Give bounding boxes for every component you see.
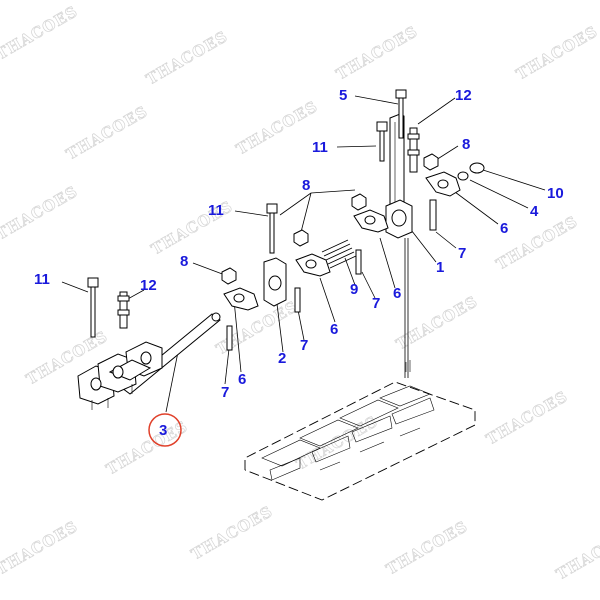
ring-10 bbox=[469, 162, 485, 174]
nut-8 bbox=[351, 193, 367, 211]
rocker-arm-6 bbox=[425, 171, 461, 231]
adjust-screw-7 bbox=[226, 325, 233, 351]
nut-8 bbox=[293, 229, 309, 247]
watermark: THACOES bbox=[553, 522, 600, 583]
callout-6: 6 bbox=[393, 285, 401, 302]
watermark: THACOES bbox=[233, 97, 321, 158]
watermark: THACOES bbox=[103, 417, 191, 478]
nut-8 bbox=[221, 267, 237, 285]
callout-6: 6 bbox=[500, 220, 508, 237]
callout-8: 8 bbox=[462, 136, 470, 153]
watermark: THACOES bbox=[188, 502, 276, 563]
watermark: THACOES bbox=[0, 2, 81, 63]
stud-12 bbox=[407, 127, 420, 173]
rocker-arm-6 bbox=[295, 253, 331, 277]
callouts: 5 12 11 8 10 8 4 11 6 7 1 8 12 11 9 7 6 … bbox=[34, 87, 564, 439]
watermark: THACOES bbox=[143, 27, 231, 88]
callout-8: 8 bbox=[302, 177, 310, 194]
bolt-11 bbox=[266, 203, 278, 254]
callout-11: 11 bbox=[312, 139, 328, 156]
callout-1: 1 bbox=[436, 259, 444, 276]
adjust-screw-7 bbox=[294, 287, 301, 313]
watermark: THACOES bbox=[0, 517, 81, 578]
callout-12: 12 bbox=[455, 87, 472, 104]
callout-7: 7 bbox=[458, 245, 466, 262]
adjust-screw-7 bbox=[355, 249, 362, 275]
callout-11: 11 bbox=[208, 202, 224, 219]
leader-lines bbox=[61, 95, 546, 413]
watermark: THACOES bbox=[513, 22, 600, 83]
callout-2: 2 bbox=[278, 350, 286, 367]
callout-10: 10 bbox=[547, 185, 564, 202]
bolt-11 bbox=[87, 277, 99, 338]
callout-5: 5 bbox=[339, 87, 347, 104]
watermark: THACOES bbox=[393, 292, 481, 353]
cap-4 bbox=[457, 171, 469, 181]
watermark: THACOES bbox=[333, 22, 421, 83]
callout-8: 8 bbox=[180, 253, 188, 270]
callout-4: 4 bbox=[530, 203, 539, 220]
highlight-circle bbox=[148, 413, 182, 447]
watermark: THACOES bbox=[383, 517, 471, 578]
callout-6: 6 bbox=[238, 371, 246, 388]
callout-7: 7 bbox=[372, 295, 380, 312]
callout-7: 7 bbox=[221, 384, 229, 401]
spring-9 bbox=[321, 239, 357, 269]
callout-12: 12 bbox=[140, 277, 157, 294]
nut-8 bbox=[423, 153, 439, 171]
stud-12 bbox=[117, 291, 130, 329]
callout-3: 3 bbox=[159, 422, 167, 439]
watermark: THACOES bbox=[293, 412, 381, 473]
callout-11: 11 bbox=[34, 271, 50, 288]
rocker-bracket-2 bbox=[263, 257, 287, 307]
callout-6: 6 bbox=[330, 321, 338, 338]
callout-9: 9 bbox=[350, 281, 358, 298]
rocker-assembly-left bbox=[77, 341, 163, 410]
bolt-5 bbox=[395, 89, 407, 139]
watermark: THACOES bbox=[0, 182, 81, 243]
callout-7: 7 bbox=[300, 337, 308, 354]
rocker-arm-6 bbox=[223, 287, 259, 311]
watermark: THACOES bbox=[483, 387, 571, 448]
cylinder-head bbox=[244, 360, 476, 501]
rocker-arm-6 bbox=[353, 209, 389, 233]
bolt-11 bbox=[376, 121, 388, 162]
watermark: THACOES bbox=[63, 102, 151, 163]
